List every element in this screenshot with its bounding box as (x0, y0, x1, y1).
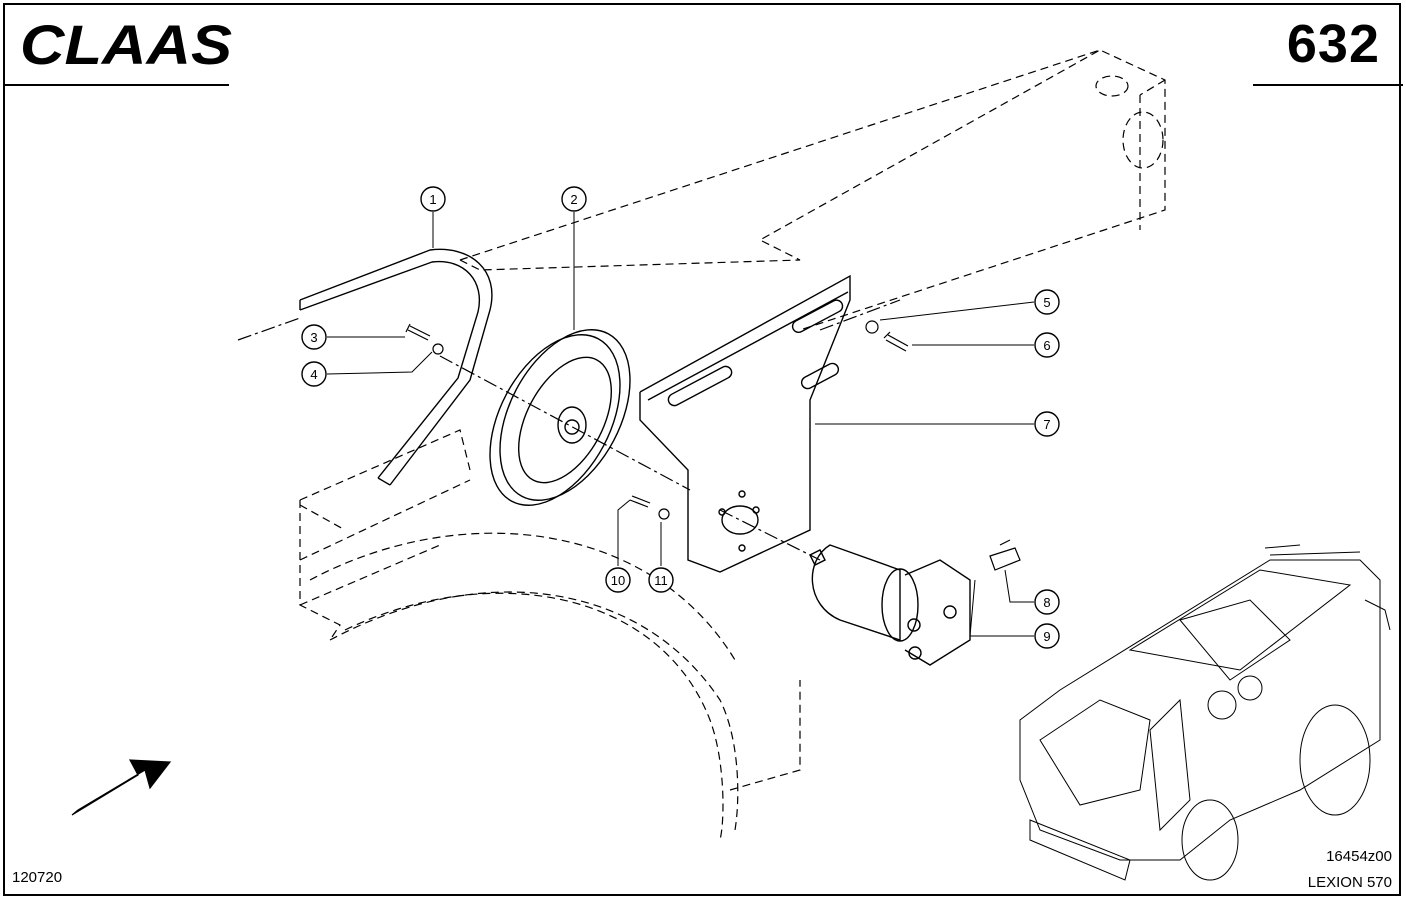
svg-text:5: 5 (1043, 295, 1050, 310)
washer-11 (658, 508, 670, 520)
leader-lines (326, 212, 1035, 637)
hydraulic-motor (809, 544, 971, 666)
svg-text:2: 2 (570, 192, 577, 207)
screw-10 (629, 495, 651, 508)
drawing-code: 16454z00 (1326, 848, 1392, 865)
svg-text:9: 9 (1043, 629, 1050, 644)
callout-bubbles: 1 2 3 4 5 6 7 8 9 10 11 (301, 186, 1060, 649)
assembly-axis (237, 299, 901, 561)
screw-6 (883, 331, 909, 352)
frame-beam-outline (299, 49, 1166, 841)
svg-text:11: 11 (654, 573, 668, 588)
svg-text:10: 10 (611, 573, 625, 588)
callout-2: 2 (561, 186, 587, 212)
svg-text:6: 6 (1043, 338, 1050, 353)
claas-logo-text: CLAAS (20, 18, 232, 70)
washer-4 (432, 343, 444, 355)
callout-5: 5 (1034, 289, 1060, 315)
svg-text:7: 7 (1043, 417, 1050, 432)
callout-8: 8 (1034, 589, 1060, 615)
callout-7: 7 (1034, 411, 1060, 437)
svg-text:1: 1 (429, 192, 436, 207)
drawing-frame (3, 3, 1401, 896)
screw-3 (405, 323, 431, 341)
callout-11: 11 (648, 567, 674, 593)
document-code: 120720 (12, 869, 63, 886)
mounting-bracket (639, 274, 851, 573)
combine-harvester-illustration (1019, 544, 1391, 881)
model-name: LEXION 570 (1307, 874, 1392, 891)
callout-6: 6 (1034, 332, 1060, 358)
svg-text:8: 8 (1043, 595, 1050, 610)
claas-logo: CLAAS (20, 18, 232, 70)
header-rule-right (1253, 84, 1403, 86)
pulley (489, 329, 631, 506)
svg-text:4: 4 (310, 367, 317, 382)
washer-5 (865, 320, 879, 334)
svg-text:3: 3 (310, 330, 317, 345)
callout-4: 4 (301, 361, 327, 387)
direction-arrow (71, 759, 172, 816)
callout-3: 3 (301, 324, 327, 350)
v-belt (299, 248, 493, 486)
hydraulic-fitting (989, 539, 1021, 571)
callout-10: 10 (605, 567, 631, 593)
header-rule-left (3, 84, 229, 86)
page-number: 632 (1286, 14, 1380, 74)
callout-9: 9 (1034, 623, 1060, 649)
callout-1: 1 (420, 186, 446, 212)
